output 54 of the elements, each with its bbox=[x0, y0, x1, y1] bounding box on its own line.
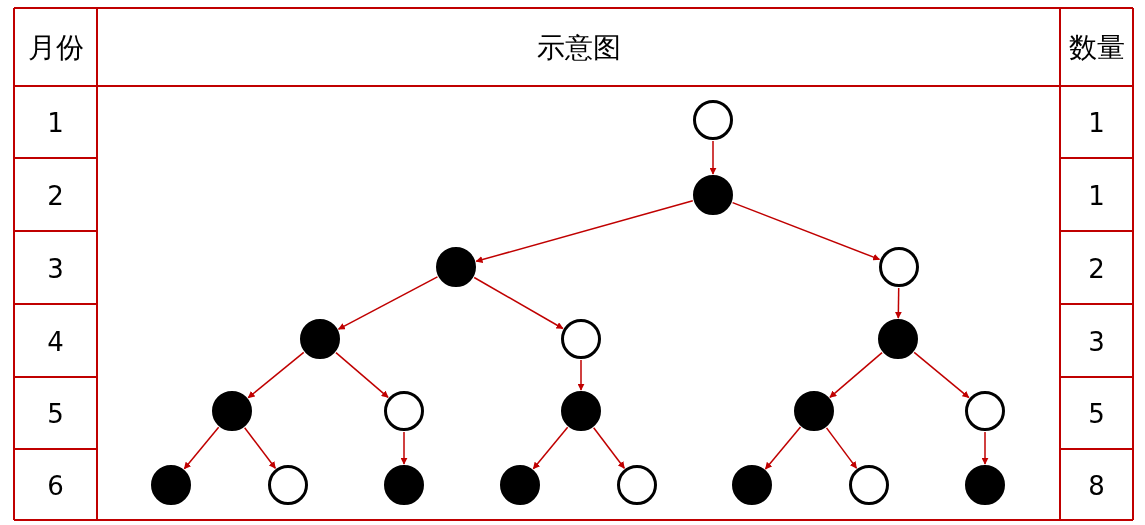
filled-node-circle bbox=[693, 175, 733, 215]
arrow bbox=[731, 201, 881, 261]
column-header: 月份 bbox=[27, 30, 84, 66]
table-cell-text: 2 bbox=[1088, 253, 1105, 284]
column-header: 数量 bbox=[1068, 30, 1125, 66]
hollow-node-circle bbox=[879, 247, 919, 287]
hollow-node-circle bbox=[849, 465, 889, 505]
filled-node-circle bbox=[878, 319, 918, 359]
arrow bbox=[592, 427, 626, 469]
filled-node-circle bbox=[384, 465, 424, 505]
table-cell-text: 4 bbox=[47, 326, 64, 357]
table-cell-text: 2 bbox=[47, 180, 64, 211]
hollow-node-circle bbox=[965, 391, 1005, 431]
arrow bbox=[829, 351, 883, 399]
hollow-node-circle bbox=[384, 391, 424, 431]
arrow bbox=[183, 426, 220, 470]
hollow-node-circle bbox=[268, 465, 308, 505]
filled-node-circle bbox=[151, 465, 191, 505]
arrow bbox=[894, 287, 902, 319]
arrow bbox=[764, 426, 802, 470]
arrow bbox=[475, 199, 694, 263]
table-cell-text: 1 bbox=[1088, 108, 1105, 138]
hollow-node-circle bbox=[561, 319, 601, 359]
column-header: 示意图 bbox=[536, 30, 621, 66]
table-cell-text: 1 bbox=[47, 108, 64, 138]
arrow bbox=[337, 276, 439, 330]
arrow bbox=[825, 427, 858, 469]
filled-node-circle bbox=[794, 391, 834, 431]
filled-node-circle bbox=[500, 465, 540, 505]
table-cell-text: 1 bbox=[1088, 180, 1105, 211]
table-cell-text: 8 bbox=[1088, 470, 1105, 501]
hollow-node-circle bbox=[693, 100, 733, 140]
hollow-node-circle bbox=[617, 465, 657, 505]
arrow bbox=[335, 351, 389, 399]
arrow bbox=[709, 140, 717, 175]
arrow bbox=[400, 431, 408, 465]
table-cell-text: 5 bbox=[1088, 399, 1105, 429]
arrow bbox=[913, 351, 970, 399]
arrow bbox=[577, 359, 585, 391]
arrow bbox=[243, 427, 277, 469]
filled-node-circle bbox=[300, 319, 340, 359]
table-cell-text: 3 bbox=[47, 253, 64, 284]
arrow bbox=[247, 351, 305, 399]
filled-node-circle bbox=[561, 391, 601, 431]
table-cell-text: 6 bbox=[47, 470, 64, 501]
filled-node-circle bbox=[436, 247, 476, 287]
filled-node-circle bbox=[965, 465, 1005, 505]
arrow bbox=[473, 276, 564, 330]
filled-node-circle bbox=[732, 465, 772, 505]
table-cell-text: 5 bbox=[47, 399, 64, 429]
arrow bbox=[532, 426, 569, 470]
arrow bbox=[981, 431, 989, 465]
table-cell-text: 3 bbox=[1088, 326, 1105, 357]
filled-node-circle bbox=[212, 391, 252, 431]
